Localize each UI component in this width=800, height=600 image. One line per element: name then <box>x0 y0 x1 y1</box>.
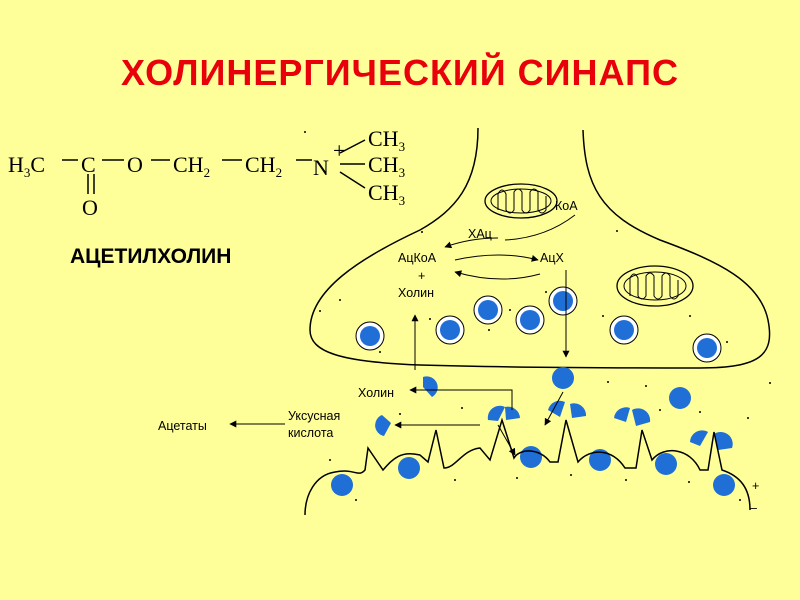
mitochondrion-1 <box>484 183 558 219</box>
scattered-dots <box>304 131 771 501</box>
svg-text:C: C <box>81 152 96 177</box>
label-cholin-top: Холин <box>398 286 434 300</box>
label-plus: + <box>418 269 425 283</box>
mitochondrion-2 <box>616 265 694 307</box>
label-membrane-minus: – <box>750 501 757 515</box>
vesicle <box>548 286 578 316</box>
vesicles-internal <box>355 286 722 363</box>
vesicle <box>473 295 503 325</box>
presynaptic-terminal <box>309 127 771 369</box>
svg-text:CH2: CH2 <box>245 152 282 180</box>
svg-text:H3C: H3C <box>8 152 45 180</box>
svg-text:O: O <box>82 195 98 220</box>
label-ackoa: АцКоА <box>398 251 437 265</box>
page-title: ХОЛИНЕРГИЧЕСКИЙ СИНАПС <box>121 52 679 93</box>
svg-text:CH3: CH3 <box>368 180 405 208</box>
svg-text:CH3: CH3 <box>368 126 405 154</box>
svg-text:CH2: CH2 <box>173 152 210 180</box>
acetylcholine-formula: H3C C O CH2 CH2 N + CH3 CH3 CH3 O <box>8 126 405 220</box>
svg-text:+: + <box>333 138 345 163</box>
label-cholin-mid: Холин <box>358 386 394 400</box>
label-acid-1: Уксусная <box>288 409 340 423</box>
label-acx: АцХ <box>540 251 564 265</box>
svg-text:N: N <box>313 155 329 180</box>
vesicle <box>515 305 545 335</box>
vesicle <box>355 321 385 351</box>
postsynaptic-membrane <box>304 417 751 516</box>
vesicle <box>692 333 722 363</box>
vesicle <box>435 315 465 345</box>
svg-text:CH3: CH3 <box>368 152 405 180</box>
vesicle <box>609 315 639 345</box>
svg-text:O: O <box>127 152 143 177</box>
cleft-molecules <box>331 367 735 496</box>
label-hac: ХАц <box>468 227 492 241</box>
label-acetates: Ацетаты <box>158 419 207 433</box>
label-membrane-plus: + <box>752 479 759 493</box>
reaction-arrows <box>229 214 576 456</box>
molecule-name: АЦЕТИЛХОЛИН <box>70 245 232 268</box>
label-koa: КоА <box>555 199 578 213</box>
label-acid-2: кислота <box>288 426 333 440</box>
